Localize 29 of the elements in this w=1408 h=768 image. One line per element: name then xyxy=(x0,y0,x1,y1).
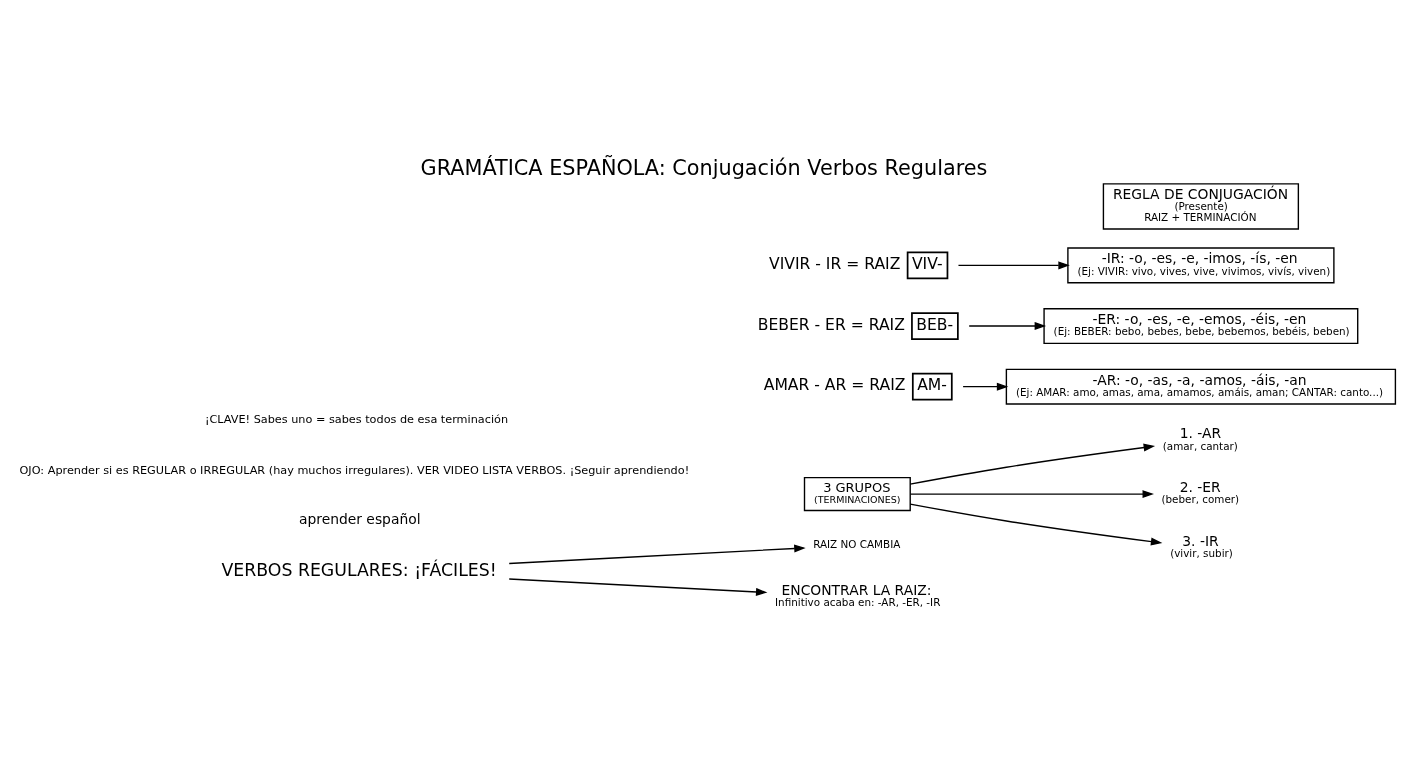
node-text: 3. -IR (vivir, subir) xyxy=(1170,532,1233,559)
node-label: AMAR - AR = RAIZ xyxy=(763,375,906,394)
node-box: 3 GRUPOS (TERMINACIONES) xyxy=(803,476,911,511)
node-text: 2. -ER (beber, comer) xyxy=(1161,478,1240,505)
node-label: VIVIR - IR = RAIZ xyxy=(768,254,901,273)
arrow xyxy=(909,489,1154,498)
arrow xyxy=(957,260,1070,269)
node-text: RAIZ NO CAMBIA xyxy=(813,537,901,550)
node-box: AM- xyxy=(911,372,953,401)
diagram-title: GRAMÁTICA ESPAÑOLA: Conjugación Verbos Regulares xyxy=(420,155,988,180)
node-text: 1. -AR (amar, cantar) xyxy=(1162,424,1238,452)
arrow xyxy=(909,443,1156,485)
node-box: -AR: -o, -as, -a, -amos, -áis, -an (Ej: AMAR: amo, amas, ama, amamos, amáis, aman; CANTAR: canto...) xyxy=(1005,368,1397,405)
node-box: -ER: -o, -es, -e, -emos, -éis, -en (Ej: BEBER: bebo, bebes, bebe, bebemos, bebéis, beben) xyxy=(1043,307,1359,344)
node-box: REGLA DE CONJUGACIÓN (Presente) RAIZ + TERMINACIÓN xyxy=(1102,182,1300,230)
arrow xyxy=(962,382,1009,391)
node-label: BEBER - ER = RAIZ xyxy=(757,315,905,334)
node-text: ENCONTRAR LA RAIZ: Infinitivo acaba en: -AR, -ER, -IR xyxy=(775,581,941,608)
arrow xyxy=(508,577,768,596)
node-text: VERBOS REGULARES: ¡FÁCILES! xyxy=(221,559,497,580)
label: ¡CLAVE! Sabes uno = sabes todos de esa terminación xyxy=(204,412,509,426)
node-box: -IR: -o, -es, -e, -imos, -ís, -en (Ej: VIVIR: vivo, vives, vive, vivimos, vivís, viven) xyxy=(1067,246,1335,283)
node-box: VIV- xyxy=(906,251,949,279)
label: aprender español xyxy=(298,510,421,527)
arrow xyxy=(968,321,1047,330)
arrow xyxy=(909,502,1163,546)
node-box: BEB- xyxy=(911,311,959,340)
label: OJO: Aprender si es REGULAR o IRREGULAR (hay muchos irregulares). VER VIDEO LISTA VERBOS. ¡Seguir aprendiendo! xyxy=(19,463,690,477)
arrow xyxy=(508,544,806,564)
